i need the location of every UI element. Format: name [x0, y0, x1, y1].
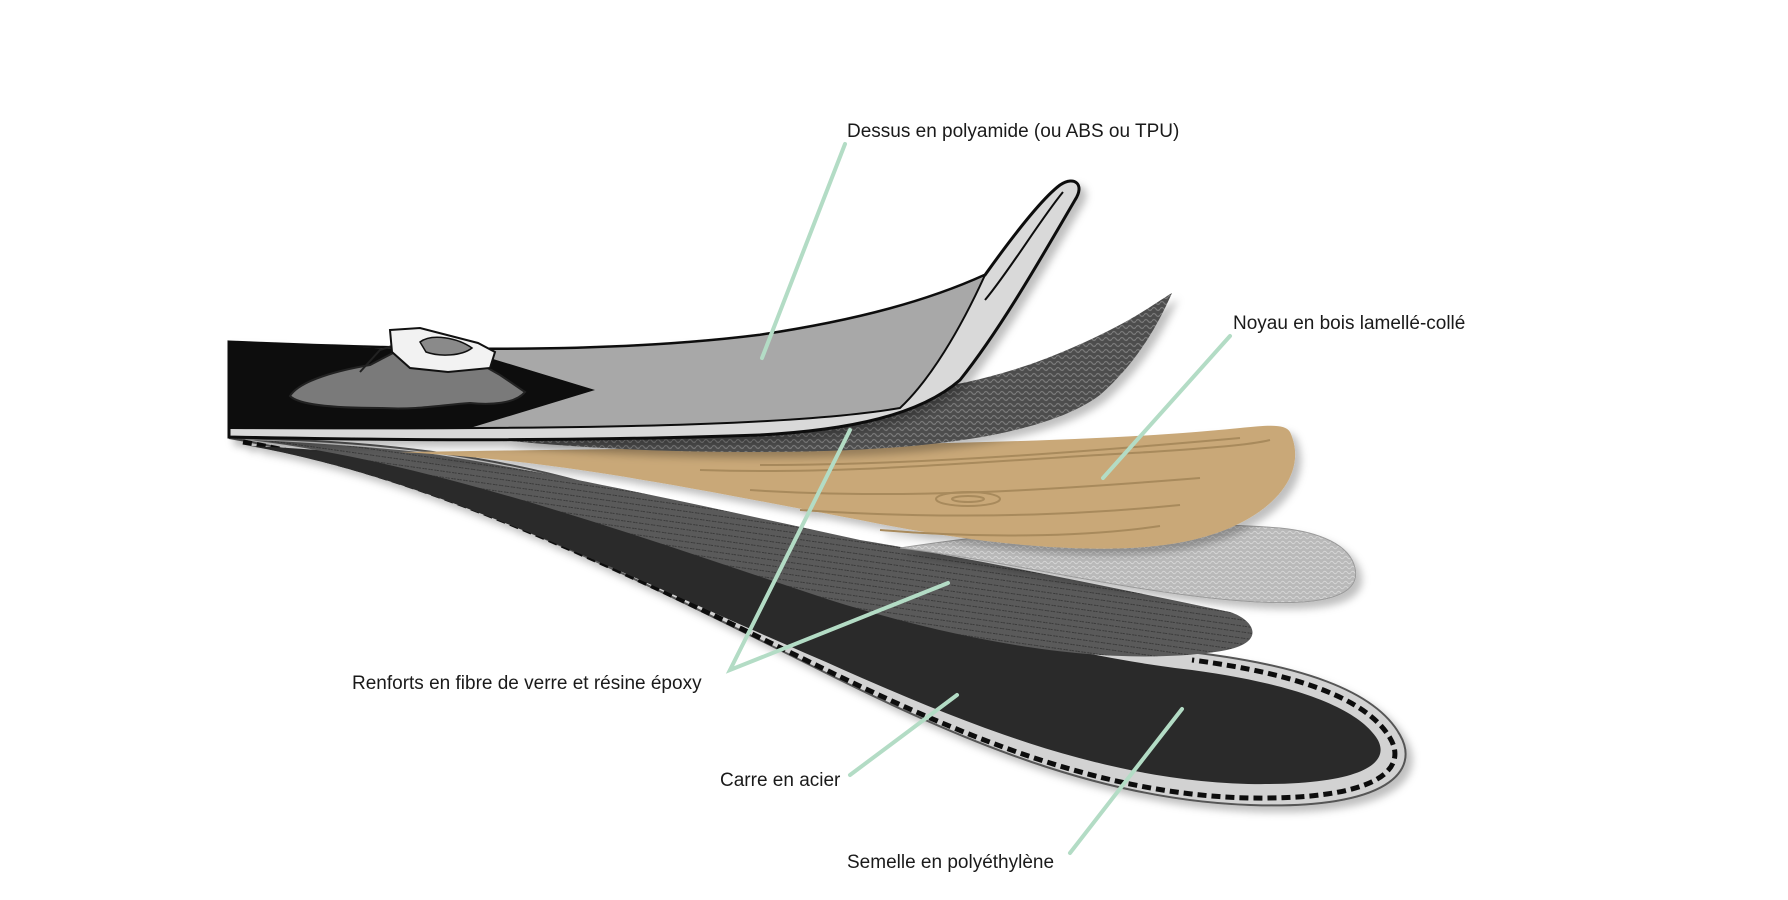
label-topsheet: Dessus en polyamide (ou ABS ou TPU) [847, 121, 1180, 142]
label-polyethylene-base: Semelle en polyéthylène [847, 852, 1055, 873]
leader-line-core [1101, 334, 1232, 480]
wood-grain [699, 437, 1271, 537]
leader-lines [725, 142, 1232, 855]
leader-line-base [1068, 707, 1184, 855]
leader-line-topsheet [760, 142, 847, 360]
ski-binding-icon [288, 326, 527, 410]
wood-core-layer [400, 425, 1296, 549]
lower-fiberglass-layer [250, 440, 1253, 657]
upper-fiberglass-layer [500, 293, 1172, 452]
label-fiberglass-reinforcement: Renforts en fibre de verre et résine épo… [352, 673, 702, 694]
label-wood-core: Noyau en bois lamellé-collé [1233, 313, 1466, 334]
polyethylene-base [250, 446, 1381, 785]
leader-line-fiber [725, 428, 950, 674]
base-layer [228, 437, 1407, 807]
label-steel-edge: Carre en acier [720, 770, 841, 791]
leader-line-edge [848, 693, 959, 777]
